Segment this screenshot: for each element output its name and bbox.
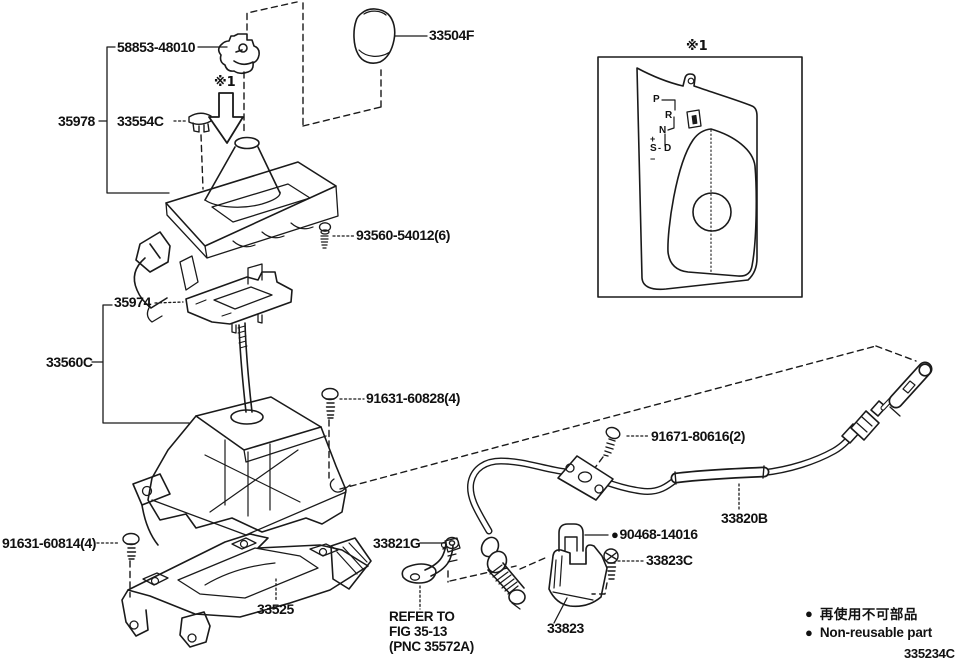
gate-letter-s: S [650, 143, 657, 154]
part-label-35974[interactable]: 35974 [114, 294, 151, 310]
part-label-91671-80616[interactable]: 91671-80616(2) [651, 428, 746, 444]
refer-note-line1: REFER TO [389, 609, 455, 624]
part-label-91631-60828[interactable]: 91631-60828(4) [366, 390, 461, 406]
legend-row-jp: ● 再使用不可部品 [805, 603, 932, 624]
arrow-marker-shape [208, 92, 244, 144]
non-reusable-dot-icon: ● [805, 605, 813, 621]
part-label-91631-60814[interactable]: 91631-60814(4) [2, 535, 97, 551]
knob-button-drawing [217, 33, 260, 75]
figure-code: 335234C [904, 646, 955, 661]
clip-drawing [188, 112, 212, 133]
part-label-33823C[interactable]: 33823C [646, 552, 693, 568]
cable-clip-drawing [558, 523, 584, 552]
gate-letter-p: P [653, 94, 660, 105]
plate-drawing [185, 263, 293, 334]
inset-panel-drawing [597, 56, 803, 298]
part-label-33821G[interactable]: 33821G [373, 535, 421, 551]
gate-symbol-dash: - [658, 143, 661, 153]
boot-assembly-drawing [133, 136, 339, 323]
bolt-upper-drawing [321, 387, 339, 419]
part-label-33504F[interactable]: 33504F [429, 27, 475, 43]
cable-bracket-drawing [548, 544, 608, 608]
legend: ● 再使用不可部品 ● Non-reusable part [805, 603, 932, 642]
non-reusable-dot-icon: ● [611, 527, 619, 542]
gate-letter-r: R [665, 110, 673, 121]
refer-note-line2: FIG 35-13 [389, 624, 448, 639]
part-label-93560-54012[interactable]: 93560-54012(6) [356, 227, 451, 243]
part-label-33554C[interactable]: 33554C [117, 113, 164, 129]
gate-letter-d: D [664, 143, 672, 154]
part-label-33820B[interactable]: 33820B [721, 510, 768, 526]
legend-row-en: ● Non-reusable part [805, 625, 932, 640]
part-label-33525[interactable]: 33525 [257, 601, 294, 617]
shift-cable-drawing [466, 361, 933, 535]
base-bracket-drawing [121, 533, 372, 648]
part-label-90468-14016[interactable]: ●90468-14016 [611, 526, 698, 543]
legend-text-jp: 再使用不可部品 [819, 607, 918, 623]
part-label-58853-48010[interactable]: 58853-48010 [117, 39, 196, 55]
arrow-ref-marker: ※1 [214, 75, 236, 90]
non-reusable-dot-icon: ● [805, 625, 813, 640]
bolt-lower-drawing [122, 532, 140, 560]
gate-letter-n: N [659, 125, 667, 136]
bolt-cable-bracket-drawing [603, 426, 621, 457]
inset-ref-marker: ※1 [686, 39, 708, 54]
gate-symbol-minus: − [650, 154, 656, 164]
refer-note-line3: (PNC 35572A) [389, 639, 474, 654]
refer-note: REFER TO FIG 35-13 (PNC 35572A) [389, 609, 474, 654]
part-label-90468-text: 90468-14016 [619, 526, 698, 542]
shift-knob-drawing [353, 8, 396, 64]
legend-text-en: Non-reusable part [819, 625, 932, 640]
cable-flange-bracket-drawing [557, 455, 614, 501]
assembly-dashed-lines [129, 1, 917, 598]
hook-strap-drawing [401, 537, 461, 584]
gate-symbol-plus: + [650, 134, 656, 144]
screw-drawing [318, 222, 332, 249]
lever-assembly-drawing [132, 322, 351, 546]
cable-adjuster-drawing [480, 536, 526, 610]
part-label-33823[interactable]: 33823 [547, 620, 584, 636]
part-label-35978[interactable]: 35978 [58, 113, 95, 129]
part-label-33560C[interactable]: 33560C [46, 354, 93, 370]
label-bracket-lines [91, 35, 609, 624]
bracket-bolt-drawing [603, 548, 619, 580]
